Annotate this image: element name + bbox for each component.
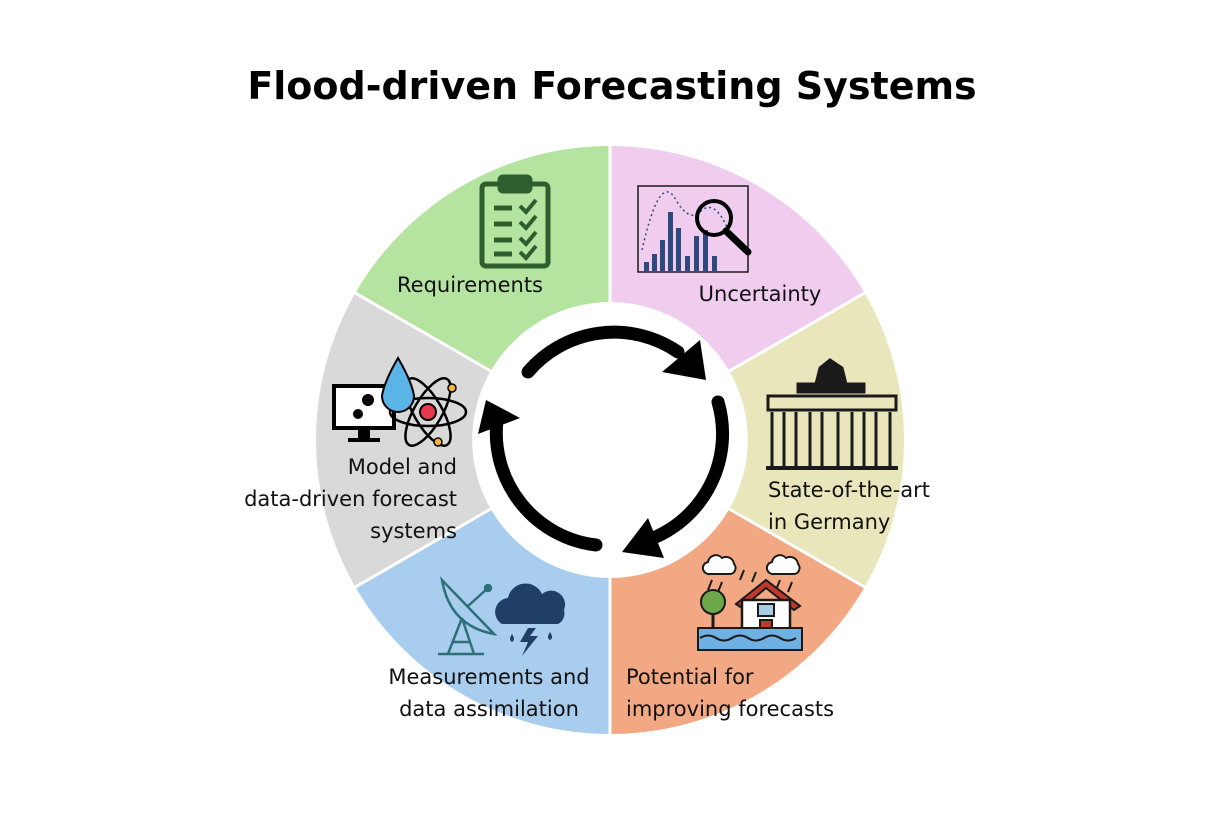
label-uncertainty-line: Uncertainty <box>699 282 822 306</box>
label-requirements-line: Requirements <box>397 273 543 297</box>
clipboard-checklist-icon <box>479 174 551 269</box>
label-state-of-the-art-line: State-of-the-art <box>768 478 930 502</box>
label-measurements-line: data assimilation <box>399 697 579 721</box>
label-uncertainty: Uncertainty <box>699 282 822 306</box>
segment-uncertainty <box>610 146 865 371</box>
label-potential-line: improving forecasts <box>626 697 834 721</box>
label-potential-line: Potential for <box>626 665 754 689</box>
segment-dividers <box>354 146 866 734</box>
cycle-arrows-icon <box>478 325 730 558</box>
flooded-house-icon <box>697 554 803 651</box>
histogram-magnifier-icon <box>637 185 752 273</box>
label-model-line: data-driven forecast <box>244 487 457 511</box>
label-model: Model and data-driven forecast systems <box>244 455 457 543</box>
label-requirements: Requirements <box>397 273 543 297</box>
computer-water-atom-icon <box>332 356 468 447</box>
satellite-dish-storm-cloud-icon <box>438 576 566 656</box>
label-measurements: Measurements and data assimilation <box>388 665 589 721</box>
brandenburg-gate-icon <box>766 358 898 470</box>
segment-potential <box>610 509 865 734</box>
label-model-line: systems <box>370 519 457 543</box>
segment-model <box>316 293 491 587</box>
label-state-of-the-art: State-of-the-art in Germany <box>768 478 930 534</box>
label-measurements-line: Measurements and <box>388 665 589 689</box>
label-potential: Potential for improving forecasts <box>626 665 834 721</box>
label-model-line: Model and <box>348 455 457 479</box>
label-state-of-the-art-line: in Germany <box>768 510 890 534</box>
segment-state-of-the-art <box>729 293 904 587</box>
diagram-title: Flood-driven Forecasting Systems <box>247 64 976 108</box>
